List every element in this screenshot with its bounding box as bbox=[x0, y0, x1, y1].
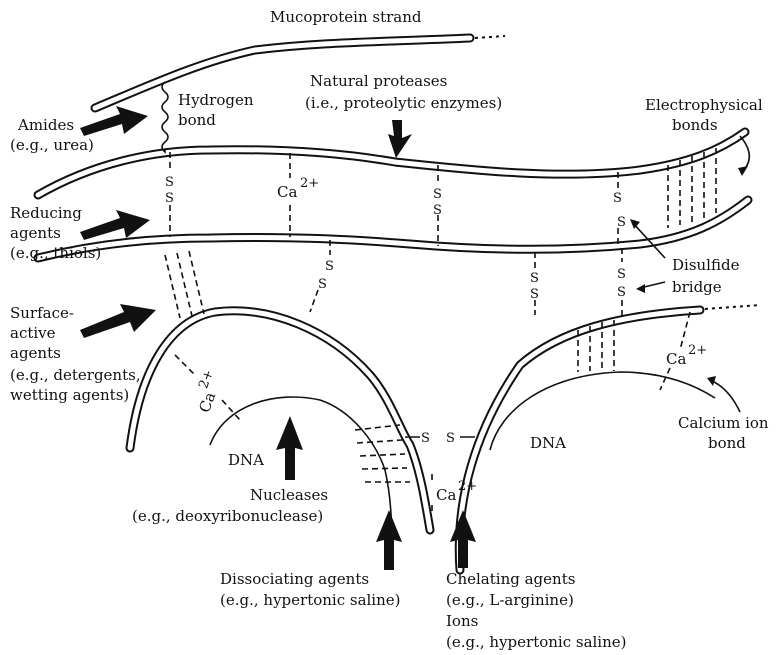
svg-text:Ca: Ca bbox=[666, 350, 686, 368]
surface-active-bonds bbox=[165, 251, 204, 318]
label-active: active bbox=[10, 324, 56, 342]
label-deoxyribonuclease: (e.g., deoxyribonuclease) bbox=[132, 507, 323, 525]
label-amides: Amides bbox=[17, 116, 74, 134]
svg-text:Ca: Ca bbox=[195, 390, 219, 415]
svg-text:S: S bbox=[530, 271, 539, 286]
label-arginine: (e.g., L-arginine) bbox=[446, 591, 574, 609]
svg-text:2+: 2+ bbox=[300, 176, 319, 191]
calcium-label-1: Ca 2+ bbox=[277, 176, 319, 201]
svg-text:S: S bbox=[165, 175, 174, 190]
dna-strand-right bbox=[490, 372, 715, 450]
svg-text:S: S bbox=[421, 431, 430, 446]
label-surface: Surface- bbox=[10, 304, 74, 322]
label-bridge: bridge bbox=[672, 278, 722, 296]
label-ions: Ions bbox=[446, 612, 478, 630]
label-electrophysical: Electrophysical bbox=[645, 96, 763, 114]
svg-text:S: S bbox=[446, 431, 455, 446]
label-agents: agents bbox=[10, 224, 61, 242]
svg-text:S: S bbox=[613, 191, 622, 206]
label-wetting: wetting agents) bbox=[10, 386, 129, 404]
label-dissociating: Dissociating agents bbox=[220, 570, 369, 588]
dna-strand-left bbox=[210, 397, 392, 570]
svg-text:S: S bbox=[433, 187, 442, 202]
label-disulfide: Disulfide bbox=[672, 256, 740, 274]
svg-text:Ca: Ca bbox=[277, 183, 297, 201]
label-chelating: Chelating agents bbox=[446, 570, 575, 588]
hydrogen-bond bbox=[162, 82, 168, 152]
svg-text:S: S bbox=[530, 287, 539, 302]
label-hydrogen: Hydrogen bbox=[178, 91, 254, 109]
disulfide-bridges bbox=[170, 152, 622, 437]
label-urea: (e.g., urea) bbox=[10, 136, 94, 154]
svg-text:S: S bbox=[318, 277, 327, 292]
label-dna-left: DNA bbox=[228, 451, 264, 469]
label-reducing: Reducing bbox=[10, 204, 82, 222]
label-natural-proteases: Natural proteases bbox=[310, 72, 447, 90]
svg-text:2+: 2+ bbox=[688, 343, 707, 358]
label-thiols: (e.g., thiols) bbox=[10, 244, 101, 262]
svg-text:S: S bbox=[325, 259, 334, 274]
mucoprotein-strand-3 bbox=[38, 200, 748, 258]
svg-text:S: S bbox=[433, 203, 442, 218]
label-ions-eg: (e.g., hypertonic saline) bbox=[446, 633, 627, 651]
label-electro-bonds: bonds bbox=[672, 116, 718, 134]
calcium-label-2: Ca 2+ bbox=[189, 368, 227, 415]
label-detergents: (e.g., detergents, bbox=[10, 366, 141, 384]
calcium-label-4: Ca 2+ bbox=[436, 479, 477, 504]
label-dissoc-eg: (e.g., hypertonic saline) bbox=[220, 591, 401, 609]
label-hydrogen-bond: bond bbox=[178, 111, 216, 129]
svg-text:S: S bbox=[617, 267, 626, 282]
svg-text:S: S bbox=[617, 285, 626, 300]
label-nucleases: Nucleases bbox=[250, 486, 328, 504]
svg-text:S: S bbox=[165, 191, 174, 206]
thin-arrows bbox=[630, 136, 749, 412]
svg-text:2+: 2+ bbox=[196, 368, 217, 391]
label-mucoprotein: Mucoprotein strand bbox=[270, 8, 422, 26]
label-agents2: agents bbox=[10, 344, 61, 362]
label-proteolytic: (i.e., proteolytic enzymes) bbox=[305, 94, 502, 112]
svg-text:2+: 2+ bbox=[458, 479, 477, 494]
label-dna-right: DNA bbox=[530, 434, 566, 452]
svg-text:S: S bbox=[617, 215, 626, 230]
svg-text:Ca: Ca bbox=[436, 486, 456, 504]
calcium-label-3: Ca 2+ bbox=[666, 343, 707, 368]
label-calcium-bond: bond bbox=[708, 434, 746, 452]
label-calcium-ion: Calcium ion bbox=[678, 414, 769, 432]
